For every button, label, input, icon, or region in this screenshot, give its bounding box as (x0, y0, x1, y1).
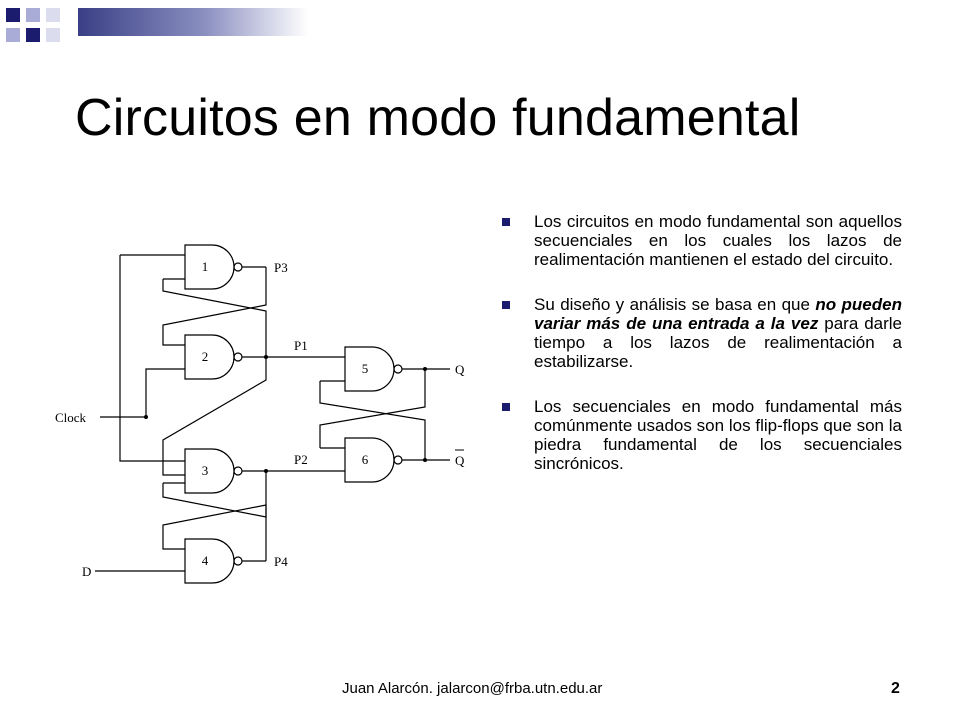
bullet-text-emphasis: no pueden variar más de una entrada a la… (534, 295, 902, 333)
bullet-square-icon (502, 301, 510, 309)
footer-author: Juan Alarcón. jalarcon@frba.utn.edu.ar (342, 680, 603, 697)
gate-number-3: 3 (202, 463, 209, 478)
nand-gate-2 (184, 334, 235, 380)
p3-label: P3 (274, 260, 288, 275)
nand-gate-1 (184, 244, 235, 290)
bullet-square-icon (502, 403, 510, 411)
bullet-text-post: para darle tiempo a los lazos de realime… (534, 314, 903, 371)
p1-label: P1 (294, 338, 308, 353)
gate-number-1: 1 (202, 259, 209, 274)
bullet-list: Los circuitos en modo fundamental son aq… (500, 212, 902, 499)
nand-gate-4 (184, 538, 235, 584)
nand-gate-5 (344, 346, 395, 392)
gate-number-5: 5 (362, 361, 369, 376)
q-label: Q (455, 362, 465, 377)
gate-number-2: 2 (202, 349, 209, 364)
circuit-diagram: 1 2 3 4 5 6 Clock D P1 P2 P3 P4 Q Q (55, 244, 465, 584)
slide-title: Circuitos en modo fundamental (75, 89, 801, 147)
bullet-square-icon (502, 218, 510, 226)
gate-number-6: 6 (362, 452, 369, 467)
bullet-text: Su diseño y análisis se basa en que no p… (534, 295, 902, 371)
p4-label: P4 (274, 554, 288, 569)
bullet-item: Su diseño y análisis se basa en que no p… (500, 295, 902, 371)
clock-label: Clock (55, 410, 87, 425)
q-bar-label: Q (455, 453, 465, 468)
nand-gate-6 (344, 437, 395, 483)
bullet-item: Los circuitos en modo fundamental son aq… (500, 212, 902, 269)
nand-gate-3 (184, 448, 235, 494)
top-gradient-bar (78, 8, 308, 36)
bullet-text: Los circuitos en modo fundamental son aq… (534, 212, 902, 269)
page-number: 2 (891, 680, 900, 697)
corner-decoration (6, 8, 60, 42)
gate-number-4: 4 (202, 553, 209, 568)
bullet-text-pre: Su diseño y análisis se basa en que (534, 295, 816, 314)
p2-label: P2 (294, 452, 308, 467)
d-label: D (82, 564, 91, 579)
bullet-item: Los secuenciales en modo fundamental más… (500, 397, 902, 473)
bullet-text: Los secuenciales en modo fundamental más… (534, 397, 902, 473)
